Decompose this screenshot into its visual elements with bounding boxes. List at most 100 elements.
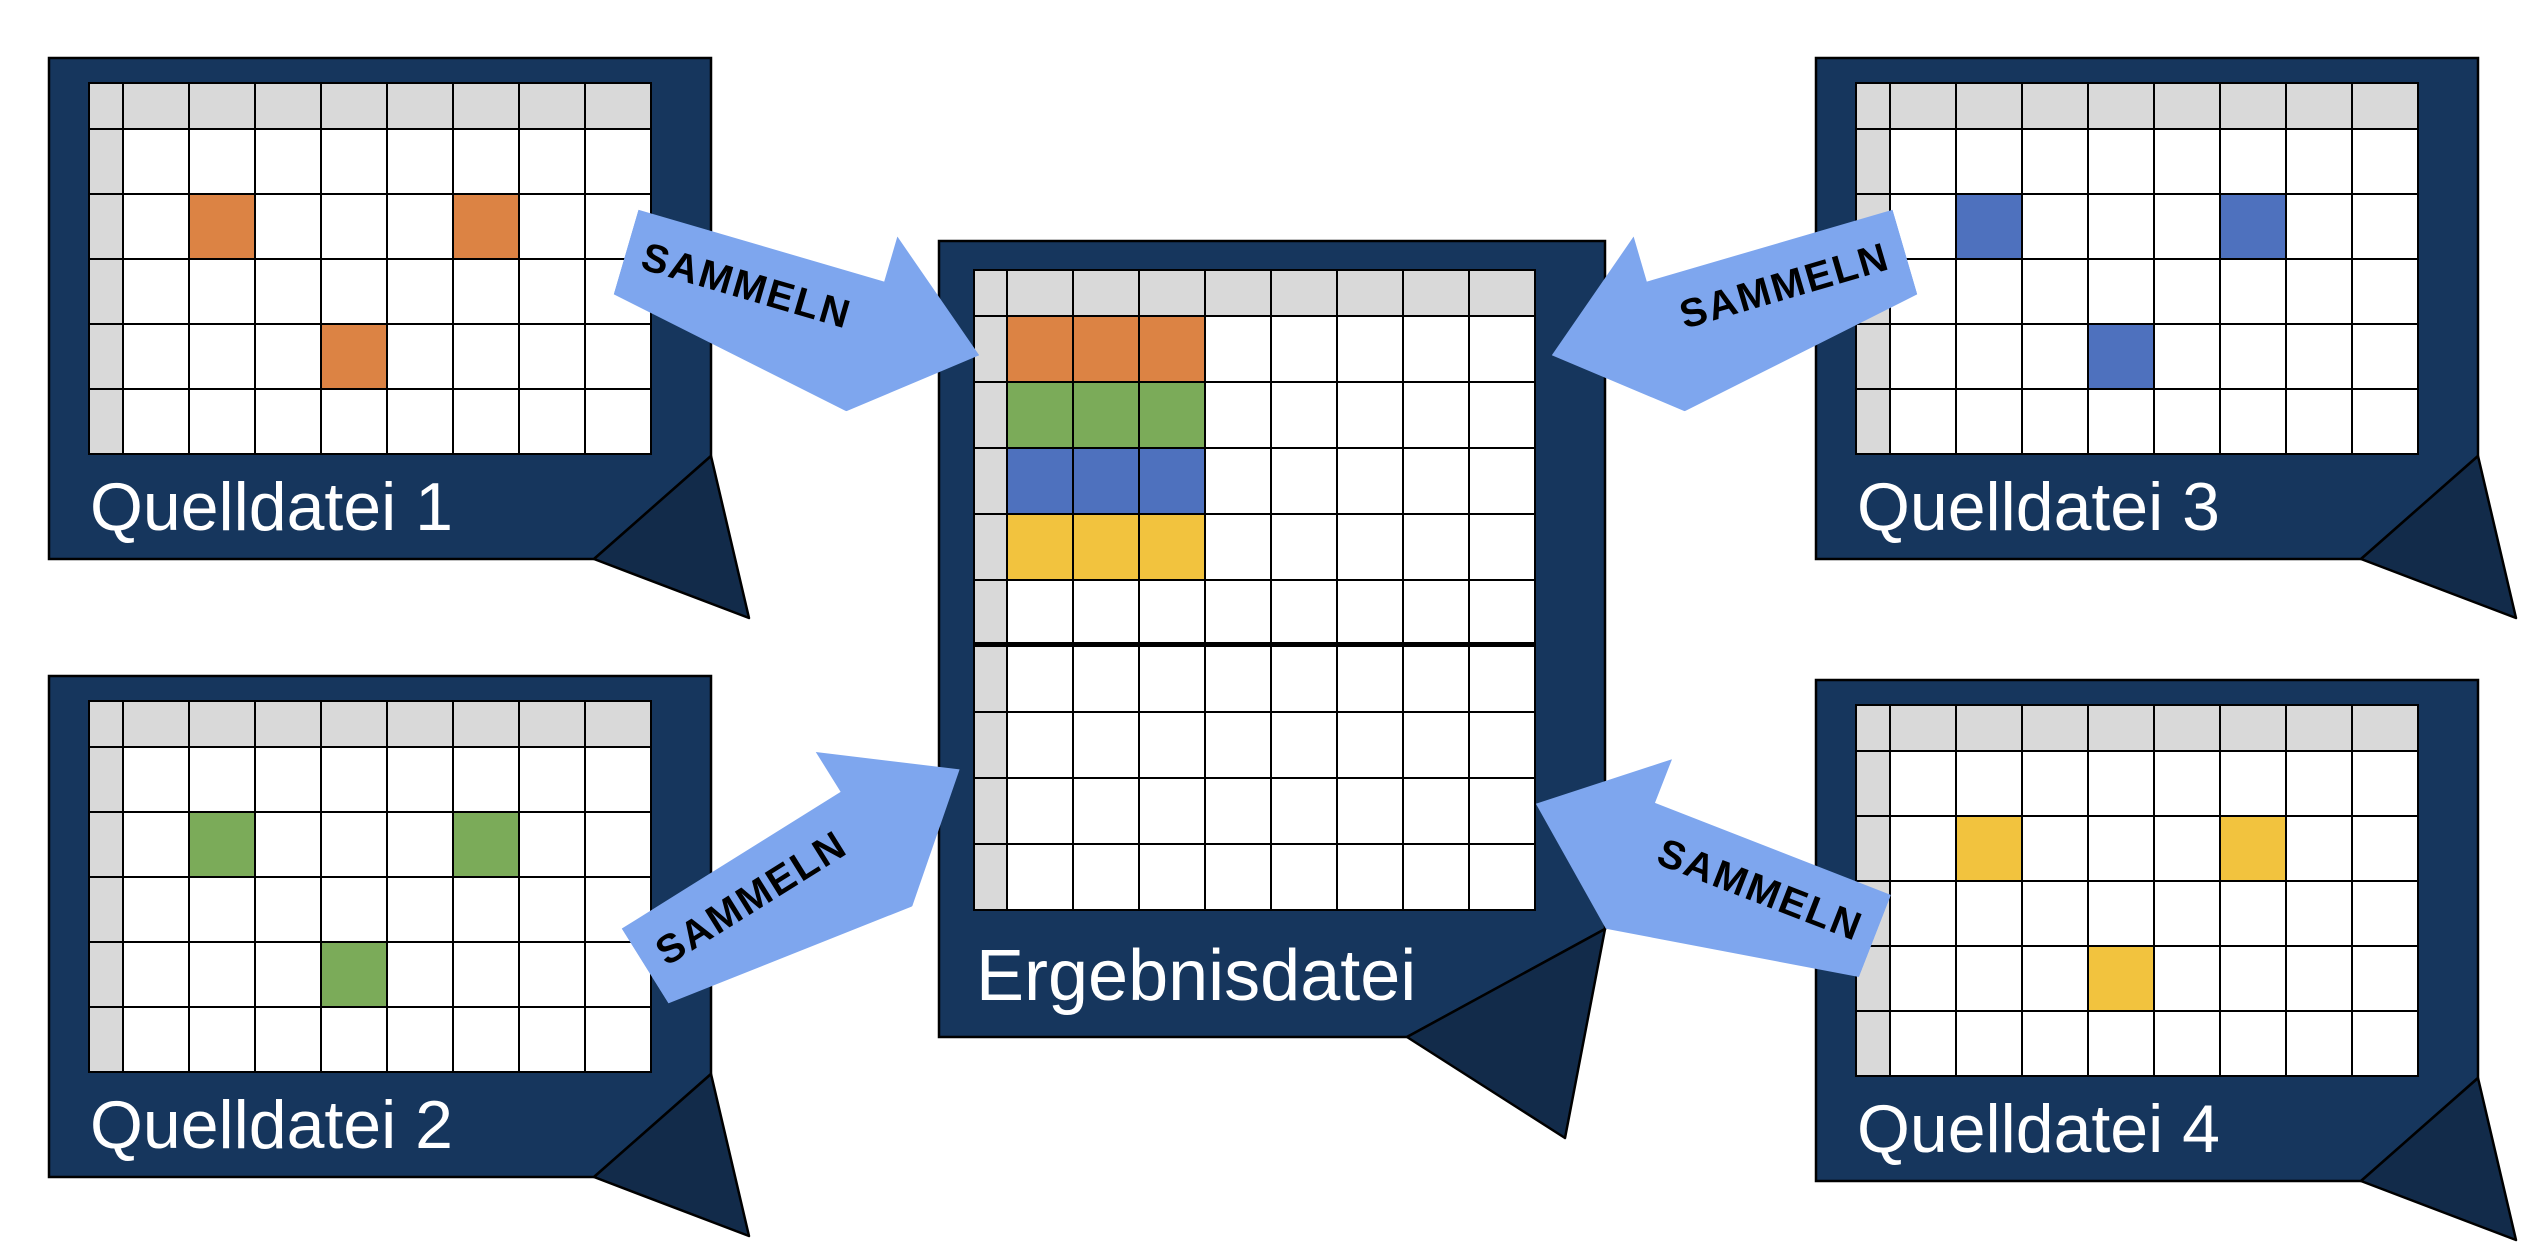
- grid-cell: [2353, 882, 2419, 947]
- grid-cell: [975, 713, 1008, 779]
- grid-cell: [190, 325, 256, 390]
- grid-cell: [2023, 390, 2089, 455]
- grid-cell: [2089, 195, 2155, 260]
- grid-cell: [1891, 325, 1957, 390]
- card-title: Quelldatei 1: [90, 469, 453, 545]
- grid-cell: [2353, 1012, 2419, 1077]
- grid-cell: [322, 195, 388, 260]
- grid-cell: [2023, 817, 2089, 882]
- grid-cell: [2221, 706, 2287, 752]
- grid-cell: [520, 130, 586, 195]
- grid-cell: [2353, 84, 2419, 130]
- grid-cell: [1008, 449, 1074, 515]
- grid-cell: [2287, 195, 2353, 260]
- card-quelldatei-3: Quelldatei 3: [1814, 56, 2518, 620]
- grid-cell: [2155, 195, 2221, 260]
- grid-cell: [322, 878, 388, 943]
- grid-cell: [2287, 130, 2353, 195]
- grid-cell: [190, 943, 256, 1008]
- grid-cell: [1338, 449, 1404, 515]
- grid-cell: [1008, 581, 1074, 647]
- grid-cell: [1470, 383, 1536, 449]
- grid-cell: [520, 260, 586, 325]
- grid-cell: [586, 130, 652, 195]
- grid-cell: [2089, 390, 2155, 455]
- grid-cell: [322, 390, 388, 455]
- grid-cell: [1272, 647, 1338, 713]
- grid-cell: [586, 1008, 652, 1073]
- grid-cell: [1404, 271, 1470, 317]
- grid-cell: [1140, 779, 1206, 845]
- grid-cell: [520, 195, 586, 260]
- grid-cell: [90, 390, 124, 455]
- grid-cell: [975, 449, 1008, 515]
- grid-cell: [1404, 647, 1470, 713]
- grid-cell: [975, 845, 1008, 911]
- grid-cell: [454, 943, 520, 1008]
- grid-cell: [124, 943, 190, 1008]
- grid-cell: [1008, 317, 1074, 383]
- grid-cell: [1891, 947, 1957, 1012]
- grid-cell: [1338, 647, 1404, 713]
- grid-cell: [90, 748, 124, 813]
- grid-cell: [1206, 317, 1272, 383]
- grid-cell: [322, 130, 388, 195]
- grid-cell: [1140, 317, 1206, 383]
- grid-cell: [2023, 195, 2089, 260]
- grid-cell: [190, 702, 256, 748]
- grid-cell: [2023, 706, 2089, 752]
- grid-cell: [256, 130, 322, 195]
- grid-cell: [1470, 317, 1536, 383]
- grid-cell: [1857, 706, 1891, 752]
- grid-cell: [90, 702, 124, 748]
- grid-cell: [190, 748, 256, 813]
- grid-cell: [322, 748, 388, 813]
- grid-cell: [388, 1008, 454, 1073]
- grid-cell: [256, 702, 322, 748]
- grid-cell: [1140, 449, 1206, 515]
- grid-cell: [2089, 1012, 2155, 1077]
- grid-cell: [2221, 84, 2287, 130]
- grid-cell: [1008, 779, 1074, 845]
- grid-cell: [1140, 713, 1206, 779]
- grid-cell: [520, 702, 586, 748]
- grid-cell: [2089, 260, 2155, 325]
- grid-cell: [975, 317, 1008, 383]
- grid-cell: [1470, 779, 1536, 845]
- grid-cell: [1206, 271, 1272, 317]
- grid-cell: [1140, 647, 1206, 713]
- grid-cell: [2353, 390, 2419, 455]
- grid-cell: [454, 878, 520, 943]
- grid-cell: [1272, 515, 1338, 581]
- grid-cell: [1470, 581, 1536, 647]
- grid-cell: [1074, 581, 1140, 647]
- grid-cell: [322, 325, 388, 390]
- grid-cell: [124, 702, 190, 748]
- grid-cell: [2089, 882, 2155, 947]
- grid-cell: [1338, 515, 1404, 581]
- grid-cell: [2155, 130, 2221, 195]
- grid-cell: [2221, 1012, 2287, 1077]
- grid-cell: [2287, 817, 2353, 882]
- grid-cell: [256, 390, 322, 455]
- grid-cell: [2221, 130, 2287, 195]
- grid-cell: [256, 878, 322, 943]
- grid-cell: [190, 260, 256, 325]
- grid-cell: [1272, 449, 1338, 515]
- grid-cell: [124, 813, 190, 878]
- grid-cell: [1470, 845, 1536, 911]
- grid-cell: [2287, 325, 2353, 390]
- grid-cell: [2221, 882, 2287, 947]
- grid-cell: [520, 813, 586, 878]
- grid-cell: [454, 325, 520, 390]
- grid-cell: [124, 390, 190, 455]
- grid-cell: [2089, 817, 2155, 882]
- grid-cell: [256, 943, 322, 1008]
- grid-cell: [2221, 817, 2287, 882]
- grid-cell: [1891, 130, 1957, 195]
- grid-cell: [388, 702, 454, 748]
- grid-cell: [1140, 581, 1206, 647]
- grid-cell: [2155, 752, 2221, 817]
- grid-cell: [1957, 195, 2023, 260]
- grid-cell: [520, 878, 586, 943]
